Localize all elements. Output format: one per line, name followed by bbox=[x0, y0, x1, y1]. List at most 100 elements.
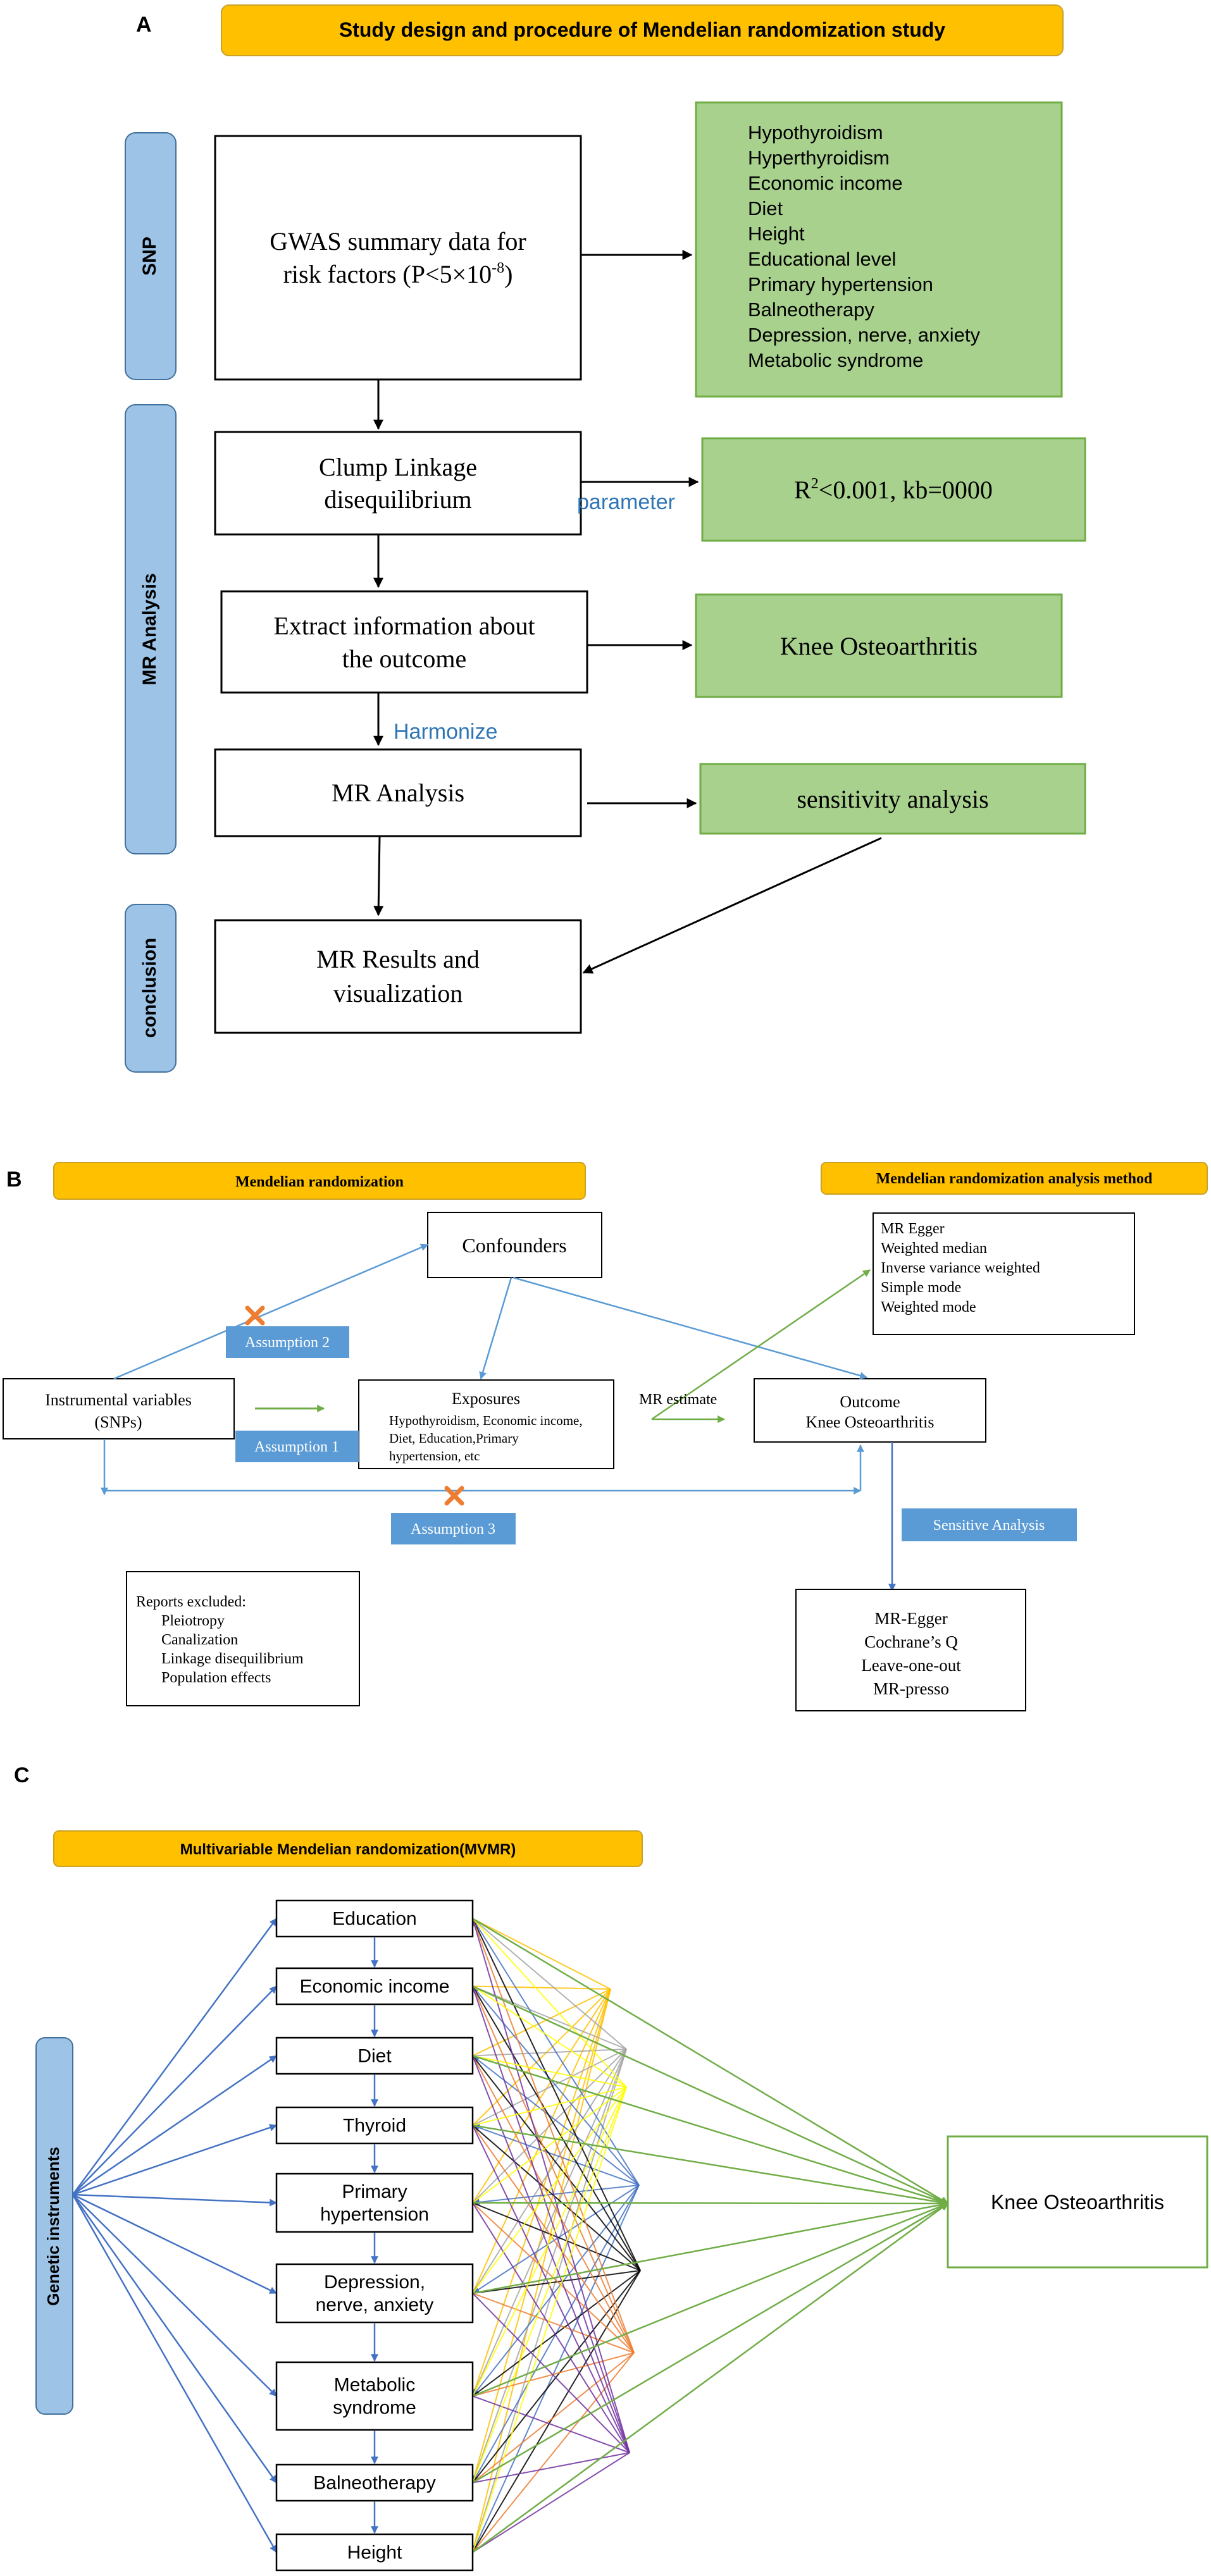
pleiotropy-line bbox=[472, 1986, 635, 2353]
mr-analysis-box bbox=[214, 748, 582, 837]
genetic-to-exposure-arrow bbox=[72, 2193, 278, 2295]
pleiotropy-line bbox=[472, 1918, 627, 2088]
exposure-label: hypertension bbox=[320, 2204, 429, 2225]
genetic-to-exposure-arrow bbox=[72, 2124, 278, 2196]
pleiotropy-line bbox=[472, 2049, 627, 2294]
pleiotropy-line bbox=[472, 1918, 640, 2186]
exposure-to-outcome-arrow bbox=[472, 2202, 949, 2484]
sens-method-item: Cochrane’s Q bbox=[864, 1632, 958, 1651]
panel-c: C Multivariable Mendelian randomization(… bbox=[14, 1763, 1208, 2572]
pleiotropy-line bbox=[472, 2049, 627, 2057]
genetic-to-exposure-arrow bbox=[71, 2194, 278, 2484]
pleiotropy-line bbox=[472, 2270, 641, 2397]
pleiotropy-line bbox=[472, 2452, 630, 2553]
sens-methods-box bbox=[795, 1589, 1026, 1711]
arrow-iv-to-confounders bbox=[113, 1243, 429, 1380]
r2-post: <0.001, kb=0000 bbox=[819, 476, 993, 504]
pleiotropy-line bbox=[472, 2452, 630, 2484]
assumption3-box bbox=[391, 1513, 516, 1544]
reports-title: Reports excluded: bbox=[136, 1594, 246, 1610]
x-mark-icon bbox=[444, 1486, 464, 1506]
pleiotropy-line bbox=[472, 2055, 635, 2353]
pleiotropy-line bbox=[472, 2049, 627, 2126]
pleiotropy-line bbox=[472, 1918, 627, 2050]
results-line1: MR Results and bbox=[316, 945, 480, 973]
pleiotropy-line bbox=[472, 2086, 627, 2126]
panel-a-title-box bbox=[221, 4, 1064, 56]
risk-factor-item: Diet bbox=[748, 197, 783, 219]
pleiotropy-line bbox=[472, 2055, 641, 2271]
pleiotropy-line bbox=[472, 2125, 630, 2453]
parameter-label: parameter bbox=[577, 490, 675, 514]
c-outcome-text: Knee Osteoarthritis bbox=[991, 2191, 1164, 2214]
side-label-snp: SNP bbox=[139, 237, 160, 276]
pleiotropy-line bbox=[472, 1985, 611, 1990]
pleiotropy-line bbox=[472, 2086, 627, 2203]
pleiotropy-line bbox=[472, 1988, 611, 2294]
pleiotropy-line bbox=[472, 1988, 611, 2203]
exposure-box bbox=[275, 2463, 474, 2502]
r2-pre: R bbox=[794, 476, 811, 504]
genetic-box bbox=[35, 2037, 73, 2415]
exposure-line: Diet, Education,Primary bbox=[389, 1431, 519, 1446]
exposure-label: Height bbox=[347, 2542, 402, 2563]
exposure-box bbox=[275, 2361, 474, 2431]
method-item: MR Egger bbox=[881, 1221, 945, 1237]
pleiotropy-line bbox=[472, 2055, 640, 2186]
knee-text-a: Knee Osteoarthritis bbox=[780, 632, 978, 660]
arrow-to-methods bbox=[651, 1269, 871, 1420]
pleiotropy-line bbox=[472, 1918, 641, 2271]
pleiotropy-line bbox=[472, 2124, 641, 2271]
pleiotropy-line bbox=[472, 2395, 630, 2453]
exposure-line: Hypothyroidism, Economic income, bbox=[389, 1413, 583, 1428]
side-label-conclusion: conclusion bbox=[139, 938, 160, 1038]
mr-analysis-text: MR Analysis bbox=[332, 779, 464, 807]
sens-method-item: MR-Egger bbox=[874, 1609, 947, 1628]
exposure-to-outcome-arrow bbox=[472, 2055, 949, 2205]
r2-sup: 2 bbox=[811, 476, 819, 492]
risk-factor-item: Economic income bbox=[748, 172, 903, 194]
results-box bbox=[214, 919, 582, 1034]
genetic-to-exposure-arrow bbox=[72, 2055, 277, 2196]
risk-factor-item: Primary hypertension bbox=[748, 273, 933, 295]
side-label-snp-box bbox=[125, 132, 177, 380]
pleiotropy-line bbox=[472, 1985, 640, 2186]
gwas-close: ) bbox=[504, 260, 512, 288]
method-item: Simple mode bbox=[881, 1279, 961, 1296]
pleiotropy-line bbox=[472, 2055, 627, 2088]
arrow-confounders-to-exposures bbox=[479, 1277, 512, 1380]
panel-a-title: Study design and procedure of Mendelian … bbox=[339, 18, 946, 41]
pleiotropy-line bbox=[472, 2270, 641, 2484]
exposure-label: Economic income bbox=[300, 1976, 450, 1997]
exposure-box bbox=[275, 1899, 474, 1938]
mr-estimate-label: MR estimate bbox=[639, 1391, 717, 1408]
c-header-box bbox=[53, 1830, 643, 1867]
report-item: Population effects bbox=[161, 1670, 271, 1686]
iv-line2: (SNPs) bbox=[94, 1413, 142, 1431]
confounders-box bbox=[427, 1212, 602, 1278]
pleiotropy-line bbox=[472, 2293, 635, 2353]
exposure-box bbox=[275, 2037, 474, 2075]
exposure-line: hypertension, etc bbox=[389, 1448, 480, 1464]
exposure-to-outcome-arrow bbox=[472, 2124, 949, 2207]
methods-box bbox=[873, 1212, 1135, 1335]
pleiotropy-line bbox=[472, 2086, 627, 2294]
assumption1-box bbox=[235, 1431, 359, 1462]
arrow-confounders-to-outcome bbox=[512, 1276, 868, 1379]
pleiotropy-line bbox=[472, 1988, 611, 2483]
exposure-label: Thyroid bbox=[343, 2116, 406, 2136]
exposure-box bbox=[275, 2533, 474, 2572]
pleiotropy-line bbox=[471, 2124, 640, 2186]
genetic-label: Genetic instruments bbox=[44, 2147, 63, 2305]
risk-factor-item: Depression, nerve, anxiety bbox=[748, 324, 981, 346]
pleiotropy-line bbox=[472, 2352, 635, 2484]
genetic-to-exposure-arrow bbox=[72, 1985, 277, 2195]
sensitive-box bbox=[902, 1508, 1077, 1541]
sensitive-text: Sensitive Analysis bbox=[933, 1517, 1045, 1534]
pleiotropy-line bbox=[472, 2124, 635, 2353]
panel-b-letter: B bbox=[6, 1168, 22, 1192]
side-label-mr: MR Analysis bbox=[139, 573, 160, 685]
